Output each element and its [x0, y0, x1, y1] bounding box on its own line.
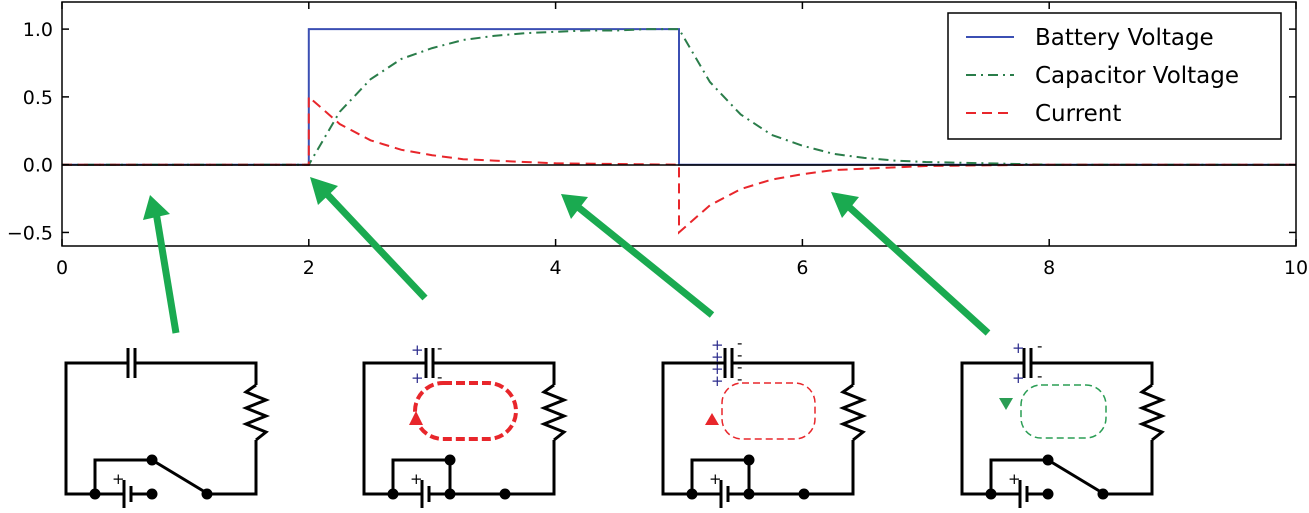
circuit-4-node-a	[985, 488, 997, 500]
circuit-1-node-a	[89, 488, 101, 500]
circuit-2-top-wire	[433, 361, 556, 385]
circuit-3-charge-plus-3: +	[711, 360, 724, 378]
circuit-1-battery-plus: +	[112, 470, 125, 488]
circuit-4-charge-minus-1: -	[1037, 337, 1042, 355]
circuit-3-switch-closed	[690, 458, 751, 494]
circuit-1-left-wire	[64, 361, 128, 496]
circuit-4-switch-pivot	[1042, 454, 1054, 466]
legend-label-capacitor: Capacitor Voltage	[1035, 63, 1239, 89]
circuit-4-current-loop	[1020, 384, 1107, 439]
circuit-diagram-2: + + - + -	[362, 339, 569, 508]
circuit-3-charge-plus-1: +	[711, 336, 724, 354]
legend-label-current: Current	[1035, 101, 1121, 127]
arrow-to-t2	[322, 189, 428, 301]
circuit-1-node-b	[146, 488, 158, 500]
circuit-1-resistor	[241, 383, 271, 442]
circuit-3-current-arrow-icon	[705, 413, 719, 425]
circuit-2-left-wire	[362, 361, 426, 496]
circuit-1-switch-pivot	[146, 454, 158, 466]
circuit-2-current-arrow-icon	[409, 411, 423, 425]
circuit-3-right-wire	[804, 440, 855, 496]
circuit-4-charge-minus-2: -	[1037, 367, 1042, 385]
circuit-2-switch-closed	[391, 458, 452, 494]
circuit-3-battery-plus: +	[709, 470, 722, 488]
circuit-3-charge-plus-4: +	[711, 372, 724, 390]
arrow-head-t3	[561, 194, 588, 219]
circuit-diagram-1: +	[64, 348, 271, 508]
circuit-2-current-loop	[413, 381, 518, 441]
arrow-to-t3	[575, 204, 715, 318]
circuit-3-switch-pivot	[743, 454, 755, 466]
arrow-to-t1	[152, 211, 180, 334]
arrow-head-t4	[831, 192, 859, 218]
arrow-to-t4	[845, 203, 991, 336]
circuit-2-charge-plus-1: +	[411, 341, 424, 359]
x-tick-label: 8	[1043, 257, 1055, 279]
y-tick-label: 1.0	[23, 19, 53, 41]
series-line-2	[62, 94, 1296, 235]
x-tick-label: 0	[56, 257, 68, 279]
circuit-4-node-b	[1042, 488, 1054, 500]
circuit-3-charge-minus-2: -	[737, 346, 742, 364]
pointer-arrows	[143, 177, 991, 336]
circuit-3-charge-plus-2: +	[711, 348, 724, 366]
circuit-4-switch-lever	[1047, 458, 1102, 494]
circuit-4-right-wire	[1103, 440, 1154, 496]
circuit-4-charge-plus-1: +	[1012, 339, 1025, 357]
circuit-2-switch-pivot	[444, 454, 456, 466]
series-line-1	[62, 28, 1296, 166]
circuit-2-right-wire	[505, 440, 556, 496]
circuit-3-top-wire	[732, 361, 855, 385]
legend-label-battery: Battery Voltage	[1035, 25, 1214, 51]
x-tick-label: 10	[1284, 257, 1308, 279]
circuit-3-switch-contact	[798, 488, 810, 500]
circuit-2-battery-plus: +	[410, 470, 423, 488]
circuit-4-left-wire	[960, 361, 1024, 496]
arrow-head-t1	[143, 195, 170, 220]
circuit-3-resistor	[838, 383, 868, 442]
circuit-3-charge-minus-4: -	[737, 370, 742, 388]
circuit-2-switch-contact	[499, 488, 511, 500]
circuit-2-charge-minus-2: -	[437, 368, 442, 386]
circuit-4-battery-bypass	[989, 458, 1048, 494]
x-tick-label: 6	[796, 257, 808, 279]
legend: Battery Voltage Capacitor Voltage Curren…	[947, 12, 1282, 140]
circuit-4-battery-plus: +	[1008, 470, 1021, 488]
circuit-2-charge-plus-2: +	[411, 369, 424, 387]
circuit-1-switch-contact	[201, 488, 213, 500]
y-tick-label: 0.0	[23, 155, 53, 177]
plot-frame	[61, 1, 1297, 247]
circuit-3-charge-minus-3: -	[737, 358, 742, 376]
circuit-2-node-b	[444, 488, 456, 500]
circuit-3-node-b	[743, 488, 755, 500]
circuit-1-right-wire	[207, 440, 258, 496]
circuit-1-battery-bypass	[93, 458, 152, 494]
circuit-3-node-a	[686, 488, 698, 500]
circuit-diagram-3: + + + + + - - - -	[661, 334, 868, 508]
circuit-diagram-4: + + - + -	[960, 337, 1167, 508]
circuit-1-top-wire	[135, 361, 258, 385]
x-tick-label: 2	[303, 257, 315, 279]
circuit-2-charge-minus-1: -	[437, 339, 442, 357]
x-tick-label: 4	[550, 257, 562, 279]
circuit-3-current-loop	[721, 382, 816, 440]
circuit-2-node-a	[387, 488, 399, 500]
circuit-1-switch-lever	[151, 458, 206, 494]
y-tick-label: −0.5	[7, 222, 53, 244]
circuit-3-charge-minus-1: -	[737, 334, 742, 352]
circuit-4-top-wire	[1031, 361, 1154, 385]
circuit-2-resistor	[539, 383, 569, 442]
arrow-head-t2	[310, 177, 338, 205]
circuit-4-charge-plus-2: +	[1012, 369, 1025, 387]
ticks-layer: 0 2 4 6 8 10 1.0 0.5 0.0 −0.5	[7, 2, 1308, 279]
circuit-4-current-arrow-icon	[999, 398, 1013, 410]
y-tick-label: 0.5	[23, 87, 53, 109]
circuit-4-resistor	[1137, 383, 1167, 442]
circuit-3-left-wire	[661, 361, 725, 496]
circuit-4-switch-contact	[1097, 488, 1109, 500]
